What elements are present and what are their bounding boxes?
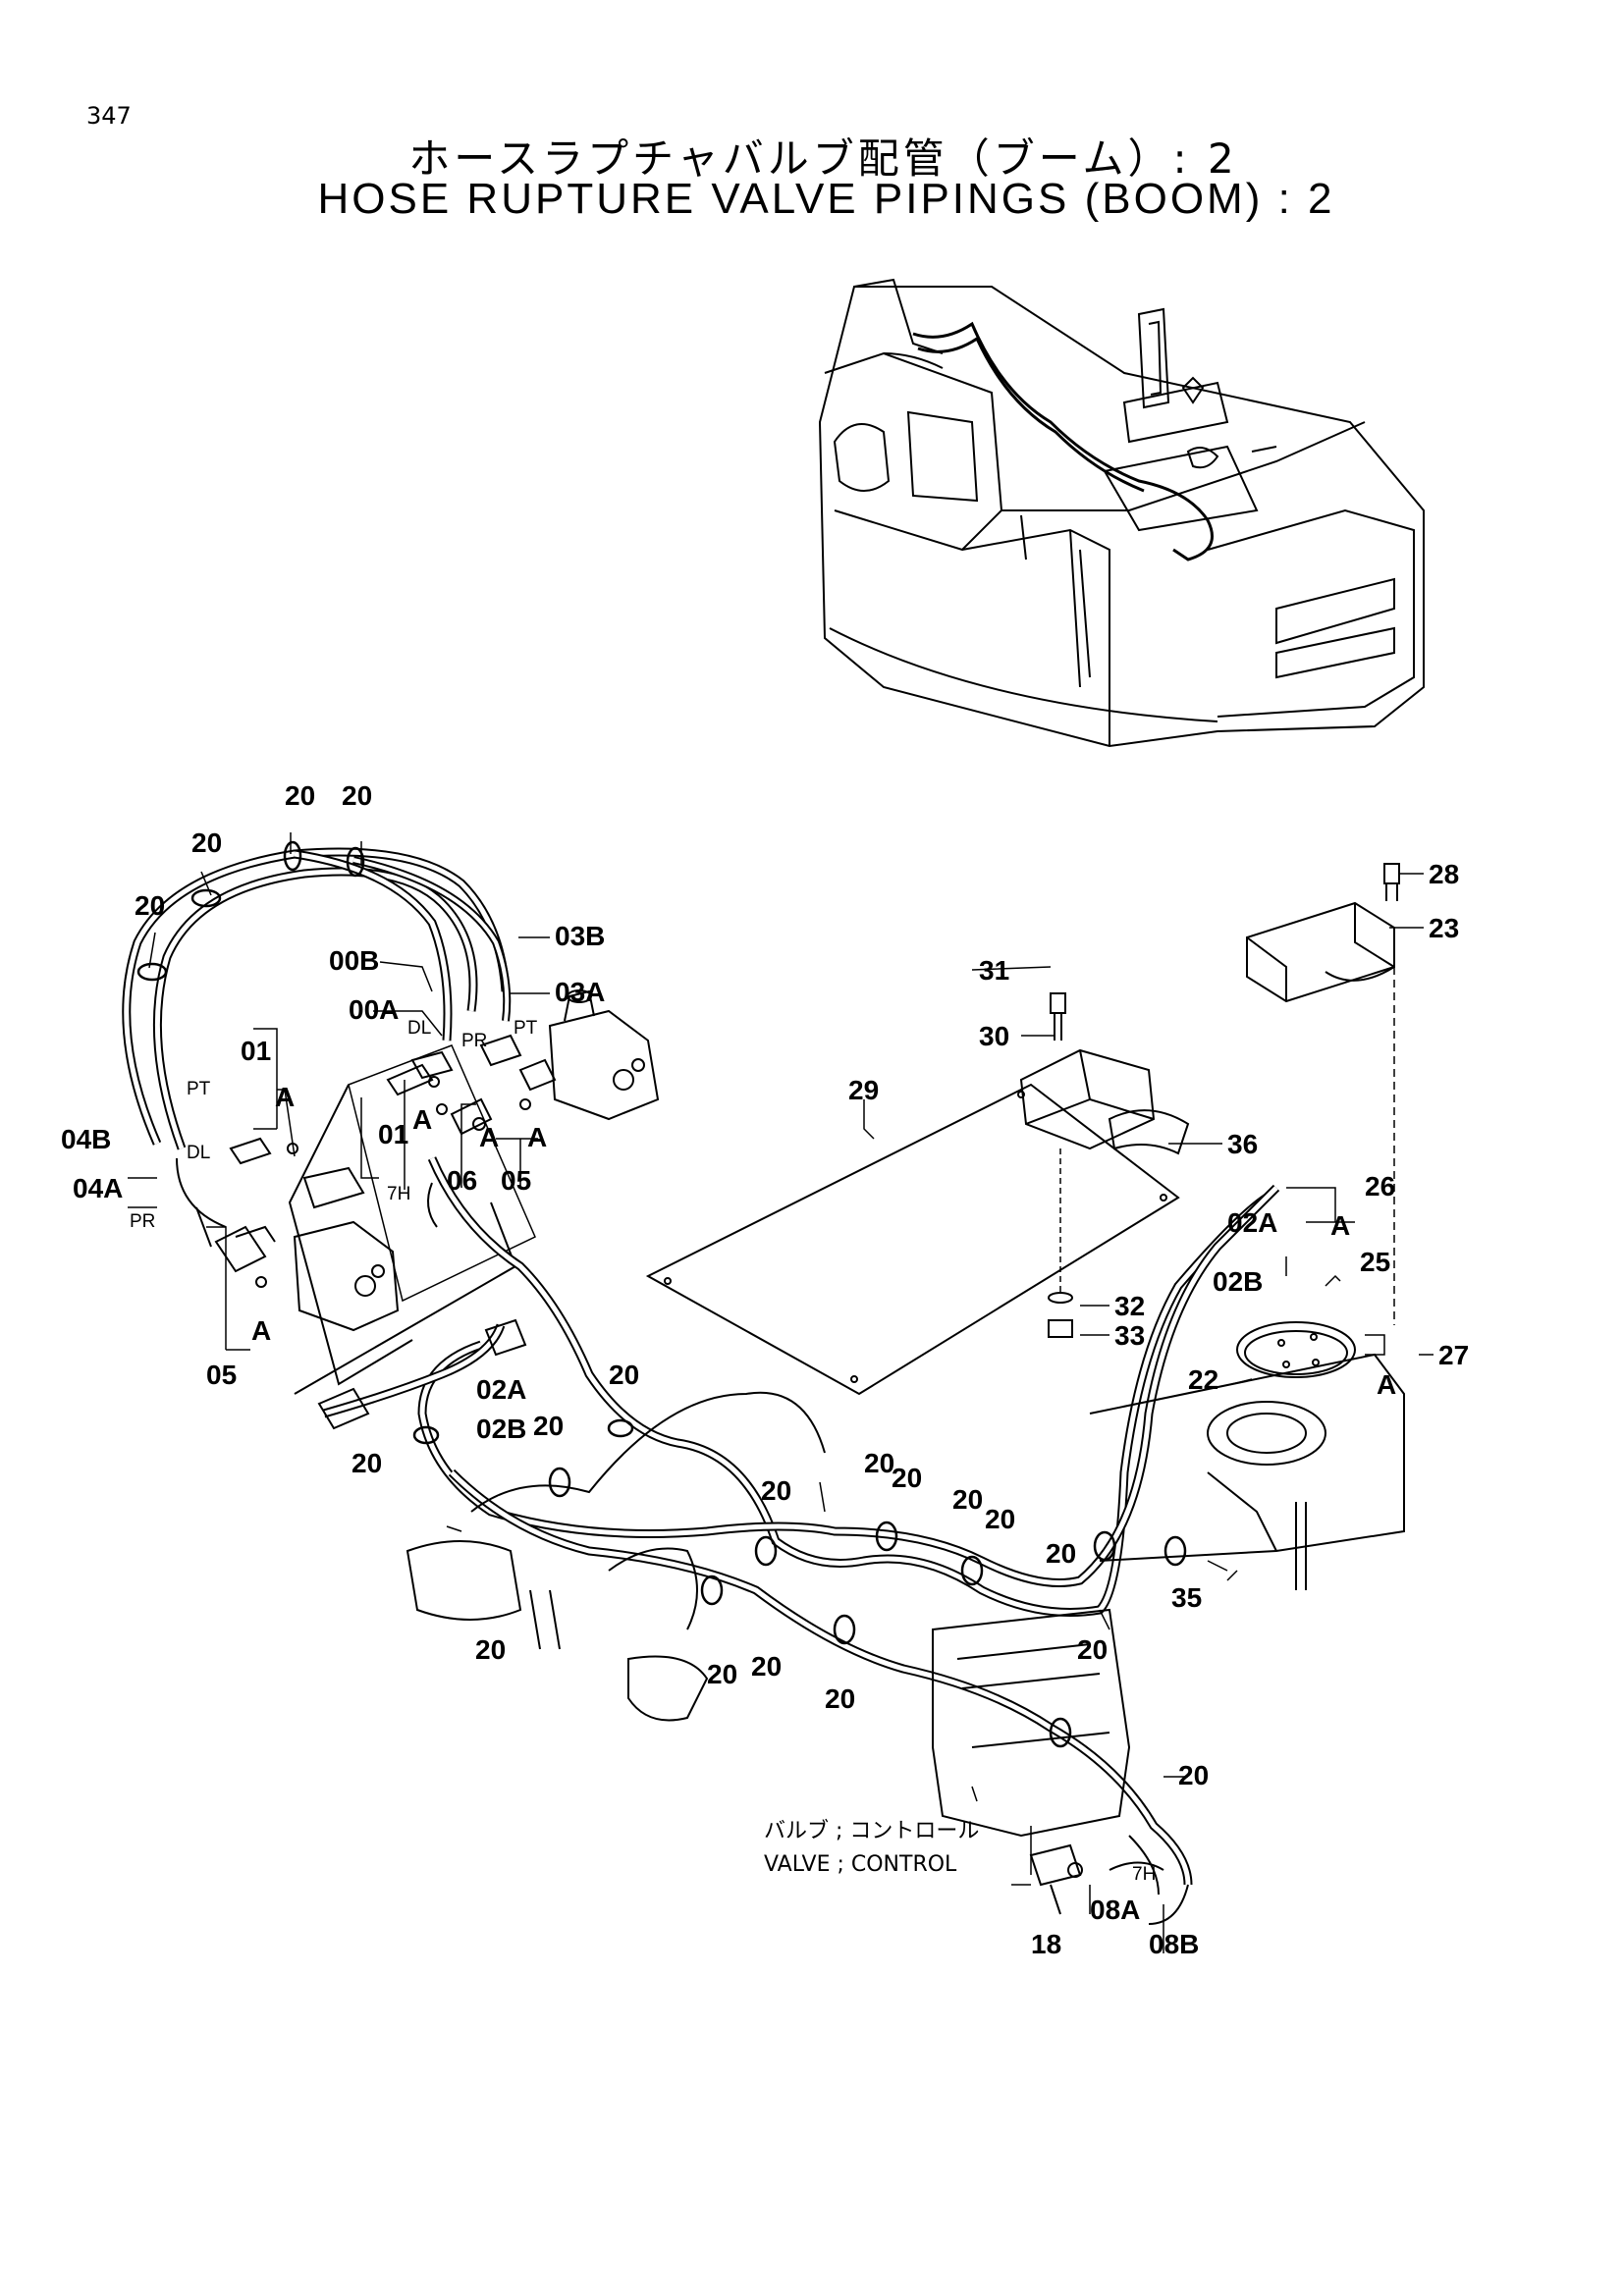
hose-run-main	[322, 1156, 1280, 1925]
callout: 20	[825, 1683, 855, 1714]
callout: 22	[1188, 1364, 1218, 1395]
callout: 20	[952, 1484, 983, 1515]
callout: A	[412, 1104, 432, 1135]
cover-plate-29	[645, 1083, 1180, 1396]
callout: 20	[1178, 1760, 1209, 1790]
hose-guard-bracket	[1246, 901, 1395, 1003]
callout: 01	[241, 1036, 271, 1066]
callout: 27	[1438, 1340, 1469, 1370]
callout: 20	[609, 1360, 639, 1390]
callout: 25	[1360, 1247, 1390, 1277]
callout: A	[251, 1315, 271, 1346]
leader-lines	[128, 832, 1434, 1953]
washer-nut-32-33	[1048, 1292, 1073, 1338]
callout: 35	[1171, 1582, 1202, 1613]
port-label: PT	[514, 1018, 538, 1039]
port-label: PR	[461, 1031, 487, 1051]
valve-control-label: バルブ ; コントロール VALVE ; CONTROL	[764, 1819, 979, 1877]
callout: 36	[1227, 1129, 1258, 1159]
port-label: PR	[130, 1211, 155, 1232]
callout: A	[275, 1082, 295, 1112]
clamp-36	[1108, 1109, 1190, 1155]
callout: 20	[475, 1634, 506, 1665]
valve-label-jp: バルブ ; コントロール	[764, 1819, 979, 1843]
callout: 20	[135, 890, 165, 921]
callout: 30	[979, 1021, 1009, 1051]
port-label: PT	[187, 1079, 211, 1099]
callout: 20	[1077, 1634, 1108, 1665]
callout: 33	[1114, 1320, 1145, 1351]
callout: 03A	[555, 977, 605, 1007]
valve-label-en: VALVE ; CONTROL	[764, 1852, 957, 1877]
part-callouts: 20 20 20 20 03B 00B 03A 00A 01 A 04B 04A…	[61, 780, 1469, 1959]
callout: 05	[501, 1165, 531, 1196]
callout: 20	[285, 780, 315, 811]
callout: 06	[447, 1165, 477, 1196]
port-label: DL	[187, 1143, 210, 1163]
callout: 00B	[329, 945, 379, 976]
callout: 02B	[1213, 1266, 1263, 1297]
callout: 20	[352, 1448, 382, 1478]
title-japanese: ホースラプチャバルブ配管（ブーム）: 2	[408, 134, 1238, 183]
callout: 20	[761, 1475, 791, 1506]
mounting-flange-base	[1089, 1353, 1405, 1590]
callout: 31	[979, 955, 1009, 986]
hose-rupture-valve-upper	[548, 989, 660, 1121]
callout: 20	[191, 828, 222, 858]
callout: A	[1377, 1369, 1396, 1400]
callout: 08B	[1149, 1929, 1199, 1959]
callout: 02A	[1227, 1207, 1277, 1238]
callout: 20	[892, 1463, 922, 1493]
callout: 20	[985, 1504, 1015, 1534]
callout: 01	[378, 1119, 408, 1149]
callout: 32	[1114, 1291, 1145, 1321]
page-number: 347	[86, 102, 132, 130]
callout: 00A	[349, 994, 399, 1025]
callout: 20	[707, 1659, 737, 1689]
hose-rupture-valve-lower	[293, 1166, 400, 1332]
port-label: 7H	[1132, 1864, 1156, 1885]
callout: A	[527, 1122, 547, 1152]
flange-22	[1236, 1321, 1356, 1378]
callout: 28	[1429, 859, 1459, 889]
callout: 05	[206, 1360, 237, 1390]
port-label: 7H	[387, 1184, 410, 1204]
title-english: HOSE RUPTURE VALVE PIPINGS (BOOM) : 2	[317, 175, 1335, 223]
callout: 20	[342, 780, 372, 811]
engine-outline	[406, 1391, 826, 1722]
cover-30	[1019, 992, 1156, 1150]
callout: 20	[1046, 1538, 1076, 1569]
callout: 02A	[476, 1374, 526, 1405]
callout: 20	[864, 1448, 894, 1478]
machine-overview-illustration	[818, 278, 1425, 748]
control-valve-body	[932, 1608, 1164, 1915]
bolt-28	[1383, 863, 1400, 901]
valve-assembly-frame	[288, 1044, 536, 1395]
fittings	[214, 1034, 557, 1430]
callout: 20	[751, 1651, 782, 1682]
callout: 20	[533, 1411, 564, 1441]
callout: 04B	[61, 1124, 111, 1154]
callout: 03B	[555, 921, 605, 951]
callout: A	[479, 1122, 499, 1152]
callout: 18	[1031, 1929, 1061, 1959]
port-labels: DL PR PT PT DL PR 7H 7H	[130, 1018, 1156, 1885]
callout: 29	[848, 1075, 879, 1105]
callout: 26	[1365, 1171, 1395, 1201]
callout: 02B	[476, 1414, 526, 1444]
port-label: DL	[407, 1018, 431, 1039]
callout: A	[1330, 1210, 1350, 1241]
callout: 08A	[1090, 1895, 1140, 1925]
callout: 04A	[73, 1173, 123, 1203]
callout: 23	[1429, 913, 1459, 943]
